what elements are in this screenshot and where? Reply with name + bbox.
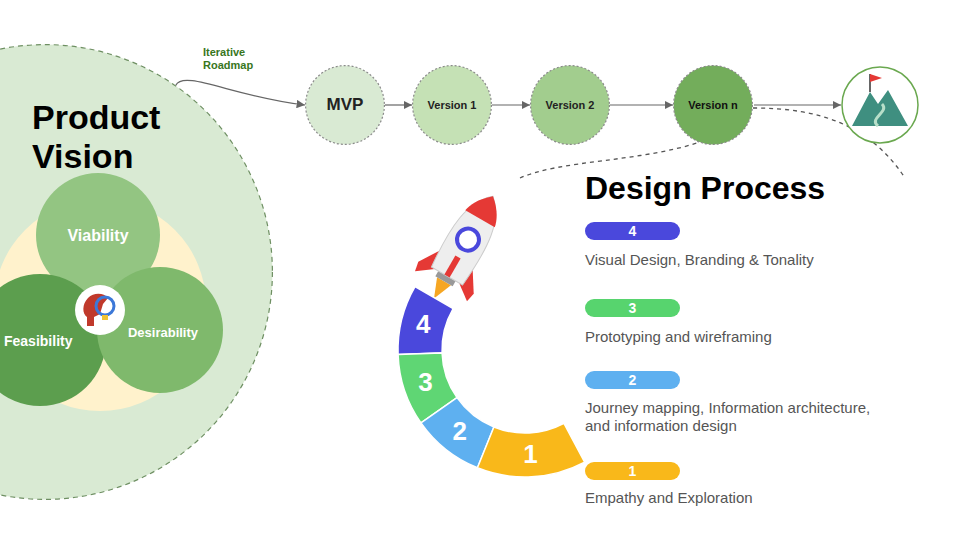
vision-heading: Product Vision [32,98,202,176]
segment-shape [477,423,584,477]
step-number: 2 [629,372,637,388]
mountain-icon [852,74,908,126]
version-label: Version 2 [545,99,595,112]
vision-circle: Product VisionViabilityFeasibility Desira… [0,44,273,500]
venn-label: Desirability [128,326,198,341]
label-holder: Visual Design, Branding & Tonality [585,251,885,269]
label-holder: Journey mapping, Information architectur… [585,399,885,435]
roadmap-circle: MVP [305,65,385,145]
process-step-segment: 4 [396,284,456,357]
circle-shape [413,66,492,145]
step-number: 1 [523,440,537,470]
step-pill: 4 [585,222,680,240]
step-pill: 1 [585,462,680,480]
goal-arrow [754,104,841,105]
roadmap-circle: Version 1 [412,65,492,145]
step-number: 4 [629,223,637,239]
step-description: Journey mapping, Information architectur… [585,399,885,435]
roadmap-connector [492,104,530,105]
circle-shape [674,66,753,145]
edge-label: Iterative Roadmap [203,46,265,71]
step-number: 4 [416,310,430,340]
label-holder: Prototyping and wireframing [585,328,885,346]
step-number: 3 [629,300,637,316]
step-pill: 2 [585,371,680,389]
section-heading: Design Process [585,170,825,207]
version-label: Version n [688,99,738,112]
label-holder: Design Process [585,170,825,207]
circle-shape [306,66,385,145]
goal-circle [842,67,918,143]
pill-shape [585,299,680,317]
pill-shape [585,371,680,389]
roadmap-connector [385,104,412,105]
roadmap-circle: Version n [673,65,753,145]
circle-shape [97,267,223,393]
step-number: 3 [418,368,432,398]
version-label: MVP [327,95,364,115]
label-holder: Empathy and Exploration [585,489,885,507]
version-label: Version 1 [427,99,477,112]
pill-shape [585,222,680,240]
idea-icon [74,284,126,336]
step-description: Empathy and Exploration [585,489,885,507]
step-description: Prototyping and wireframing [585,328,885,346]
venn-circle: Desirability [97,267,223,393]
idea-icon-part [96,297,114,315]
step-description: Visual Design, Branding & Tonality [585,251,885,269]
idea-icon-part [102,315,108,320]
circle-shape [0,45,272,500]
step-number: 1 [629,463,637,479]
step-pill: 3 [585,299,680,317]
idea-icon-part [75,285,125,335]
roadmap-circle: Version 2 [530,65,610,145]
circle-shape [531,66,610,145]
venn-label: Feasibility [4,333,72,349]
pill-shape [585,462,680,480]
segment-shape [398,287,453,355]
edge-label-holder: Iterative Roadmap [203,46,265,71]
roadmap-connector [610,104,673,105]
step-number: 2 [452,417,466,447]
process-step-segment: 1 [475,421,587,479]
venn-label: Viability [67,227,128,245]
